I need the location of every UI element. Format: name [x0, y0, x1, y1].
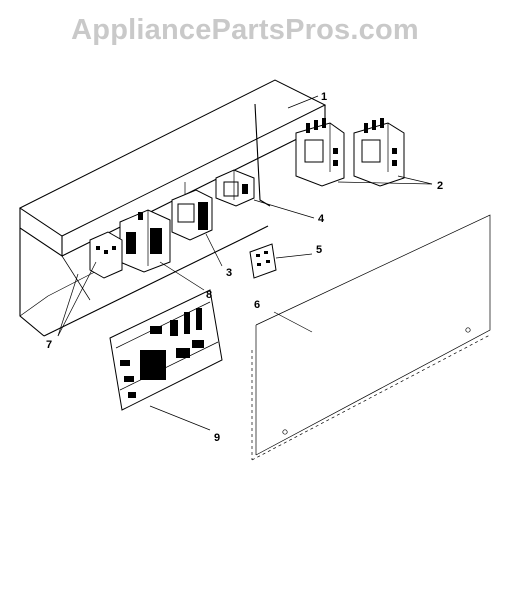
housing-tray: [19, 79, 327, 337]
leader-lines: [57, 95, 433, 431]
callout-9: 9: [214, 432, 220, 444]
callout-7: 7: [46, 339, 52, 351]
callout-3: 3: [226, 267, 232, 279]
callout-2: 2: [437, 180, 443, 192]
terminal-block: [89, 231, 123, 279]
contactor-left: [295, 118, 345, 187]
callout-1: 1: [321, 91, 327, 103]
control-board: [109, 289, 223, 411]
access-panel: [251, 214, 491, 461]
callout-5: 5: [316, 244, 322, 256]
relay: [215, 169, 255, 207]
relay-assembly: [119, 209, 171, 273]
callout-6: 6: [254, 299, 260, 311]
watermark-text: AppliancePartsPros.com: [71, 14, 419, 46]
small-circuit-board: [249, 243, 277, 279]
callout-8: 8: [206, 289, 212, 301]
callout-4: 4: [318, 213, 325, 225]
callout-labels: 1 2 3 4 5 6 7 8 9: [46, 91, 443, 444]
contactor-right: [353, 118, 405, 187]
transformer: [171, 182, 213, 241]
